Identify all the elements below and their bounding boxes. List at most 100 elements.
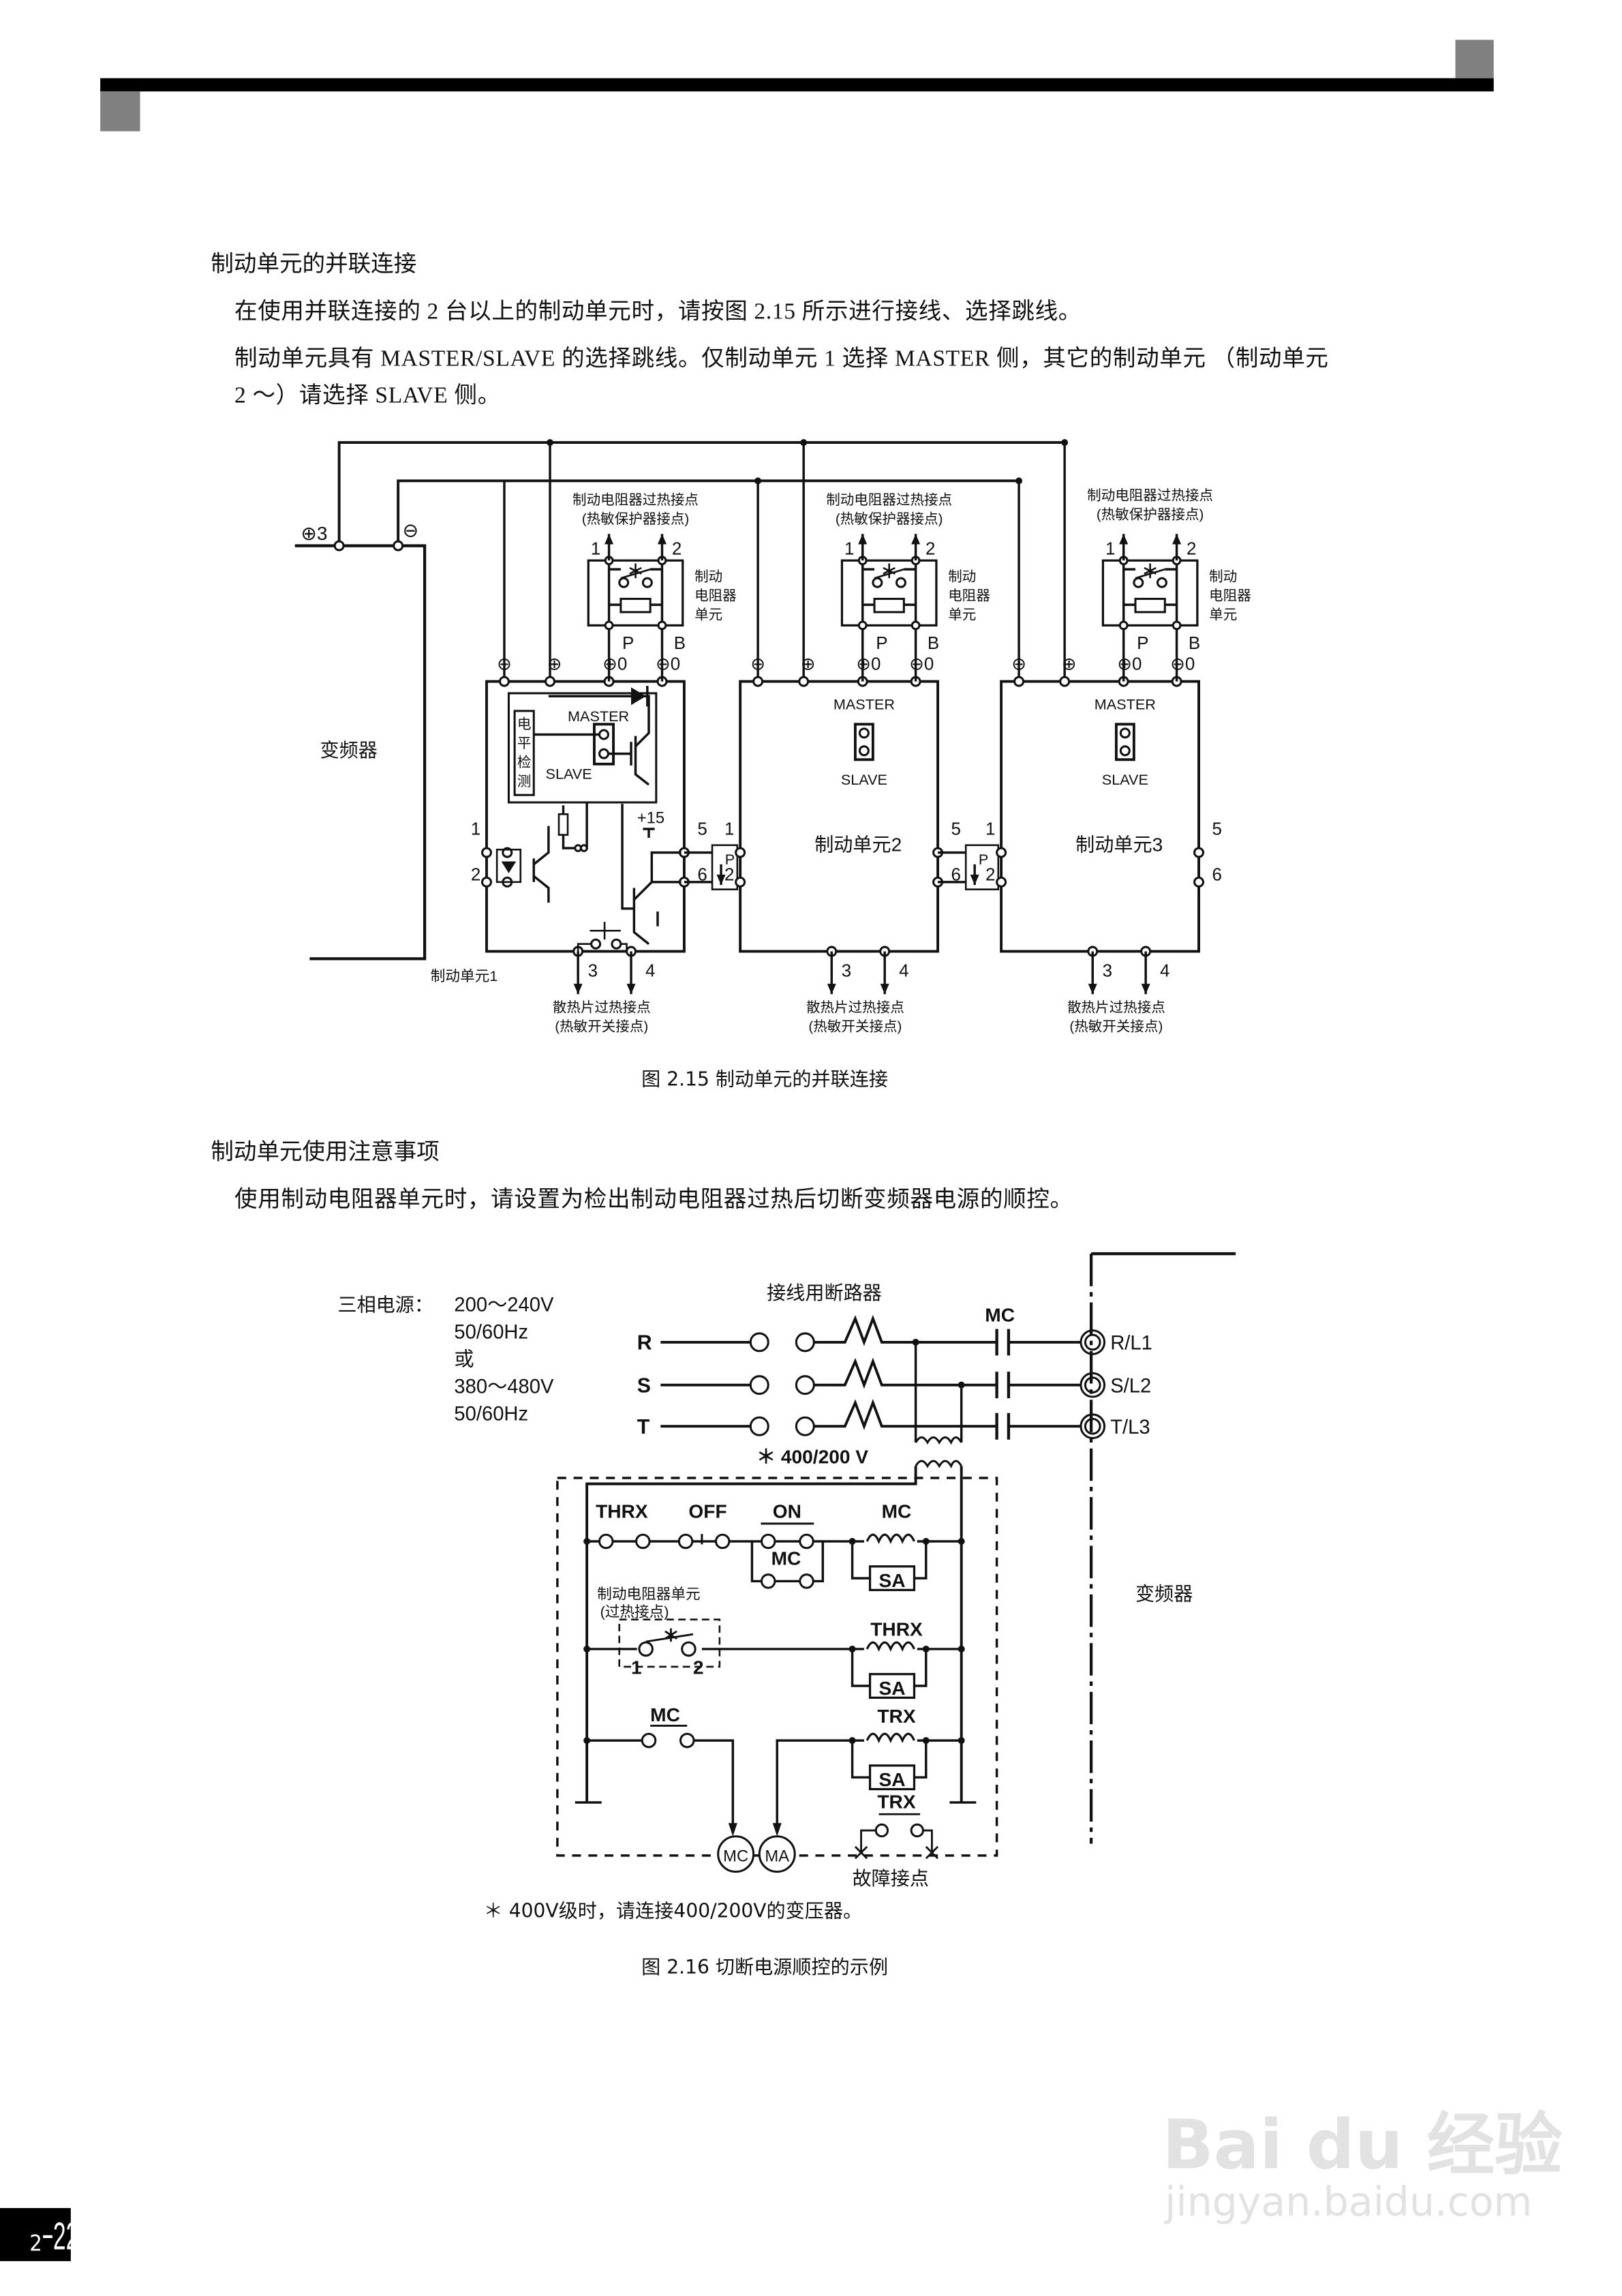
contact-label: MC: [771, 1548, 801, 1569]
terminal-node: [996, 876, 1007, 888]
coil-label: TRX: [877, 1706, 915, 1727]
arrow-icon: [911, 534, 921, 545]
master-label: MASTER: [568, 708, 629, 725]
terminal-label: ⊖: [497, 653, 512, 674]
level-detect-label: 检: [517, 755, 532, 770]
breaker-terminal: [749, 1416, 769, 1436]
led-icon: [501, 861, 517, 873]
level-detect-box: [513, 710, 535, 796]
relay-coil-icon: [866, 1641, 915, 1652]
control-rail: [585, 1466, 963, 1802]
terminal-label: 1: [631, 1657, 642, 1678]
inverter-label: 变频器: [1135, 1584, 1193, 1605]
terminal-node: [1193, 876, 1205, 888]
junction-dot: [800, 439, 808, 447]
page-number: 22: [52, 2214, 79, 2259]
terminal-label: ⊖: [750, 653, 765, 674]
terminal-node: [857, 620, 868, 631]
terminal-label: P: [876, 633, 887, 653]
junction-dot: [547, 439, 554, 447]
level-detect-label: 电: [517, 716, 532, 732]
phase-line: [660, 1357, 1081, 1389]
power-value: 380～480V: [454, 1376, 554, 1398]
diode-icon: [631, 687, 646, 706]
plus-bus: [337, 441, 1065, 546]
terminal-label: P: [622, 633, 634, 653]
junction-dot: [1015, 477, 1023, 485]
braking-unit-3: [1000, 680, 1200, 953]
terminal-label: 3: [1103, 960, 1112, 980]
terminal-label: B: [1189, 633, 1200, 653]
terminal-node: [911, 620, 921, 631]
terminal-node: [910, 1823, 924, 1838]
thermostat-contact-icon: [620, 563, 651, 579]
terminal-label: 5: [951, 819, 961, 839]
master-label: MASTER: [1095, 696, 1156, 713]
terminal-node: [1172, 620, 1182, 631]
braking-resistor-unit: [840, 559, 938, 627]
heatsink-label: 散热片过热接点: [553, 999, 651, 1015]
braking-unit-1: [485, 680, 686, 953]
terminal-label: 2: [693, 1657, 704, 1678]
breaker-terminal: [749, 1332, 769, 1353]
terminal-node: [641, 577, 653, 588]
terminal-node: [798, 676, 810, 687]
terminal-label: 1: [844, 539, 854, 559]
terminal-label: 2: [925, 539, 935, 559]
terminal-node: [1119, 745, 1131, 757]
resistor-unit-label: 电阻器: [948, 588, 990, 604]
terminal-label: 1: [1105, 539, 1115, 559]
junction-dot: [922, 1645, 930, 1652]
arrow-icon: [880, 984, 889, 995]
junction-dot: [848, 1737, 856, 1744]
junction-dot: [958, 1645, 965, 1652]
page-number-dash: -: [41, 2214, 55, 2256]
inverter-terminal-label: R/L1: [1110, 1333, 1152, 1355]
terminal-node: [735, 876, 746, 888]
junction-dot: [583, 1645, 591, 1652]
terminal-node: [872, 577, 883, 588]
terminal-node: [735, 847, 746, 858]
breaker-label: 接线用断路器: [767, 1282, 882, 1303]
coil-bg: [863, 1532, 917, 1545]
terminal-label: ⊕: [1062, 653, 1077, 674]
phase-label: T: [637, 1416, 650, 1438]
terminal-label: ⊖: [403, 520, 419, 541]
paragraph: 使用制动电阻器单元时，请设置为检出制动电阻器过热后切断变频器电源的顺控。: [234, 1187, 1073, 1213]
relay-coil-icon: [866, 1732, 915, 1744]
slave-label: SLAVE: [546, 765, 592, 782]
terminal-node: [579, 844, 588, 852]
wire: [861, 560, 917, 626]
junction-dot: [922, 1737, 930, 1744]
heatsink-label: 散热片过热接点: [1067, 999, 1165, 1015]
surge-absorber-box: [868, 1764, 916, 1791]
terminal-label: ⊖: [1011, 653, 1026, 674]
heatsink-label: (热敏开关接点): [808, 1018, 902, 1034]
arrow-icon: [1088, 984, 1097, 995]
wire: [621, 804, 682, 946]
arrow-icon: [657, 534, 667, 545]
terminal-label: 4: [1160, 960, 1169, 980]
contact-label: OFF: [688, 1500, 726, 1522]
contact-label: MC: [650, 1704, 680, 1725]
junction-dot: [583, 1538, 591, 1545]
section-heading: 制动单元的并联连接: [211, 250, 417, 277]
resistor-unit-label: 单元: [694, 607, 722, 623]
surge-absorber-label: SA: [878, 1570, 905, 1591]
junction-dot: [922, 1538, 930, 1545]
terminal-label: ⊕0: [602, 653, 627, 674]
junction-dot: [848, 1538, 856, 1545]
paragraph: 制动单元具有 MASTER/SLAVE 的选择跳线。仅制动单元 1 选择 MAS…: [234, 346, 1329, 372]
jumper-icon: [592, 723, 615, 766]
fault-contact-wire: [854, 1829, 939, 1860]
terminal-label: 4: [645, 960, 655, 980]
section-heading: 制动单元使用注意事项: [211, 1138, 440, 1166]
breaker-terminal: [795, 1416, 815, 1436]
thermo-contact-icon: [645, 1628, 694, 1643]
terminal-label: P: [725, 851, 735, 868]
arrow-icon: [573, 984, 583, 995]
resistor-unit-label: 制动: [1209, 569, 1237, 584]
transformer-label: ＊ 400/200 V: [756, 1446, 868, 1467]
terminal-label: ⊕3: [301, 523, 327, 544]
wire: [914, 1342, 963, 1443]
